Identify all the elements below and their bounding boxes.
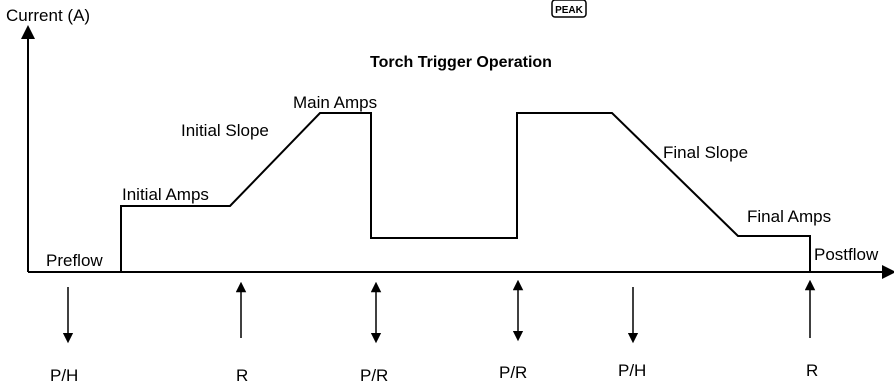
- peak-badge: PEAK: [551, 0, 587, 18]
- current-waveform: [28, 112, 811, 273]
- main-amps-label: Main Amps: [293, 93, 377, 112]
- postflow-label: Postflow: [814, 245, 879, 264]
- trigger-label: R: [236, 366, 248, 385]
- peak-badge-label: PEAK: [555, 5, 584, 16]
- trigger-label: P/R: [499, 363, 527, 382]
- initial-slope-label: Initial Slope: [181, 121, 269, 140]
- final-amps-label: Final Amps: [747, 207, 831, 226]
- y-axis-label: Current (A): [6, 6, 90, 25]
- trigger-label: R: [806, 361, 818, 380]
- trigger-label: P/H: [50, 366, 78, 385]
- final-slope-label: Final Slope: [663, 143, 748, 162]
- preflow-label: Preflow: [46, 251, 103, 270]
- trigger-label: P/H: [618, 361, 646, 380]
- trigger-label: P/R: [360, 366, 388, 385]
- diagram-title: Torch Trigger Operation: [370, 54, 552, 71]
- initial-amps-label: Initial Amps: [122, 185, 209, 204]
